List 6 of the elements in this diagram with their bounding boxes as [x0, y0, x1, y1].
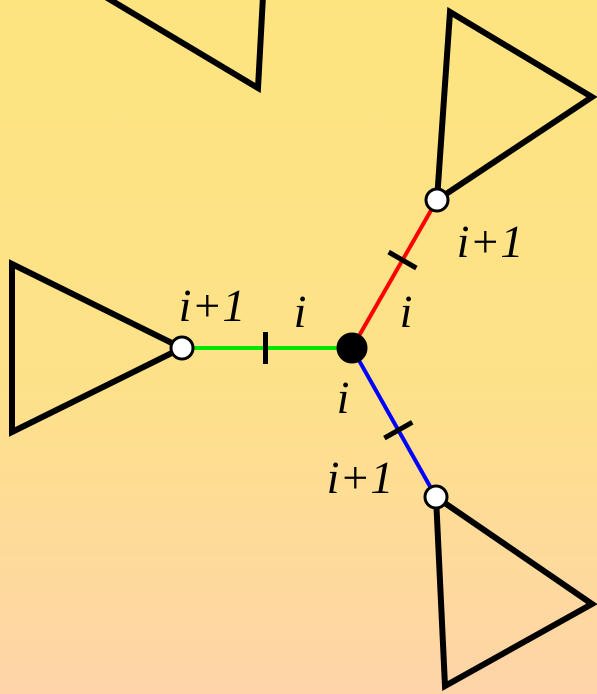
index-label: i+1 — [178, 283, 246, 329]
index-label: i — [400, 289, 412, 335]
index-label: i — [336, 375, 350, 421]
index-label: i+1 — [456, 219, 524, 265]
index-label: i+1 — [326, 455, 394, 501]
index-label: i — [294, 289, 306, 335]
